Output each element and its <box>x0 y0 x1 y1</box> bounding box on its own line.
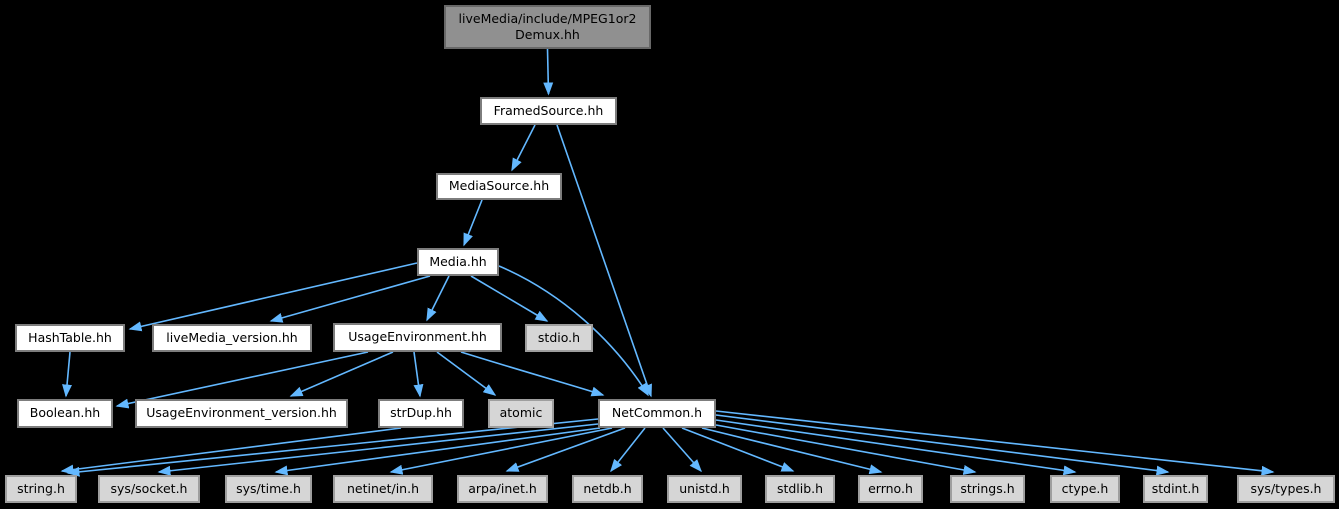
graph-node-stdio: stdio.h <box>525 324 593 352</box>
edge-media-to-stdio <box>470 275 549 322</box>
edge-mpeg1or2demux-to-framedsource <box>543 48 554 96</box>
edge-usageenvironment-to-boolean <box>115 351 369 409</box>
edge-media-to-netcommon <box>498 265 649 397</box>
graph-node-media[interactable]: Media.hh <box>417 248 499 276</box>
graph-node-boolean[interactable]: Boolean.hh <box>17 399 113 428</box>
edge-usageenvironment-to-usageenvironment-version <box>289 351 394 397</box>
graph-node-netcommon[interactable]: NetCommon.h <box>598 399 716 428</box>
graph-node-strings: strings.h <box>950 475 1025 503</box>
edge-media-to-livemedia-version <box>269 275 431 323</box>
edge-netcommon-to-netdb <box>610 427 646 473</box>
edge-usageenvironment-to-atomic <box>436 351 497 396</box>
edge-netcommon-to-unistd <box>662 427 702 473</box>
edge-netcommon-to-netinet-in <box>389 427 613 475</box>
graph-node-arpa-inet: arpa/inet.h <box>457 475 548 503</box>
graph-node-mediasource[interactable]: MediaSource.hh <box>436 173 562 200</box>
edge-mediasource-to-media <box>463 199 483 247</box>
graph-node-hashtable[interactable]: HashTable.hh <box>15 324 125 352</box>
edge-netcommon-to-arpa-inet <box>505 427 626 472</box>
edge-netcommon-to-sys-time <box>274 427 601 476</box>
edge-netcommon-to-strings <box>715 424 977 475</box>
graph-node-stdlib: stdlib.h <box>765 475 835 503</box>
edge-netcommon-to-ctype <box>715 419 1077 476</box>
edge-netcommon-to-errno <box>701 427 883 475</box>
edge-netcommon-to-sys-socket <box>157 423 599 476</box>
edge-netcommon-to-string <box>66 418 599 477</box>
graph-node-ctype: ctype.h <box>1050 475 1120 503</box>
graph-node-usageenvironment[interactable]: UsageEnvironment.hh <box>333 323 502 352</box>
graph-node-livemedia-version[interactable]: liveMedia_version.hh <box>152 324 312 352</box>
graph-node-netdb: netdb.h <box>572 475 643 503</box>
graph-node-atomic: atomic <box>488 399 554 428</box>
graph-node-mpeg1or2demux: liveMedia/include/MPEG1or2 Demux.hh <box>444 5 651 49</box>
graph-node-sys-time: sys/time.h <box>225 475 312 503</box>
graph-node-errno: errno.h <box>858 475 923 503</box>
graph-node-netinet-in: netinet/in.h <box>333 475 433 503</box>
graph-node-sys-types: sys/types.h <box>1237 475 1335 503</box>
graph-node-stdint: stdint.h <box>1143 475 1208 503</box>
graph-node-string: string.h <box>5 475 77 503</box>
edge-netcommon-to-stdlib <box>681 427 795 472</box>
graph-node-usageenvironment-version[interactable]: UsageEnvironment_version.hh <box>135 399 348 428</box>
edge-media-to-hashtable <box>128 262 418 332</box>
graph-node-sys-socket: sys/socket.h <box>98 475 200 503</box>
graph-node-framedsource[interactable]: FramedSource.hh <box>480 97 617 125</box>
graph-node-strdup[interactable]: strDup.hh <box>378 399 464 428</box>
edge-framedsource-to-netcommon <box>556 124 652 398</box>
edge-usageenvironment-to-strdup <box>413 351 424 398</box>
edge-usageenvironment-to-netcommon <box>460 351 605 397</box>
graph-node-unistd: unistd.h <box>667 475 742 503</box>
edge-media-to-usageenvironment <box>426 275 450 322</box>
edge-hashtable-to-boolean <box>62 351 73 398</box>
edge-netcommon-to-sys-types <box>715 410 1275 476</box>
edge-netcommon-to-stdint <box>715 414 1170 476</box>
edge-strdup-to-string <box>60 427 402 475</box>
edge-framedsource-to-mediasource <box>511 124 536 172</box>
